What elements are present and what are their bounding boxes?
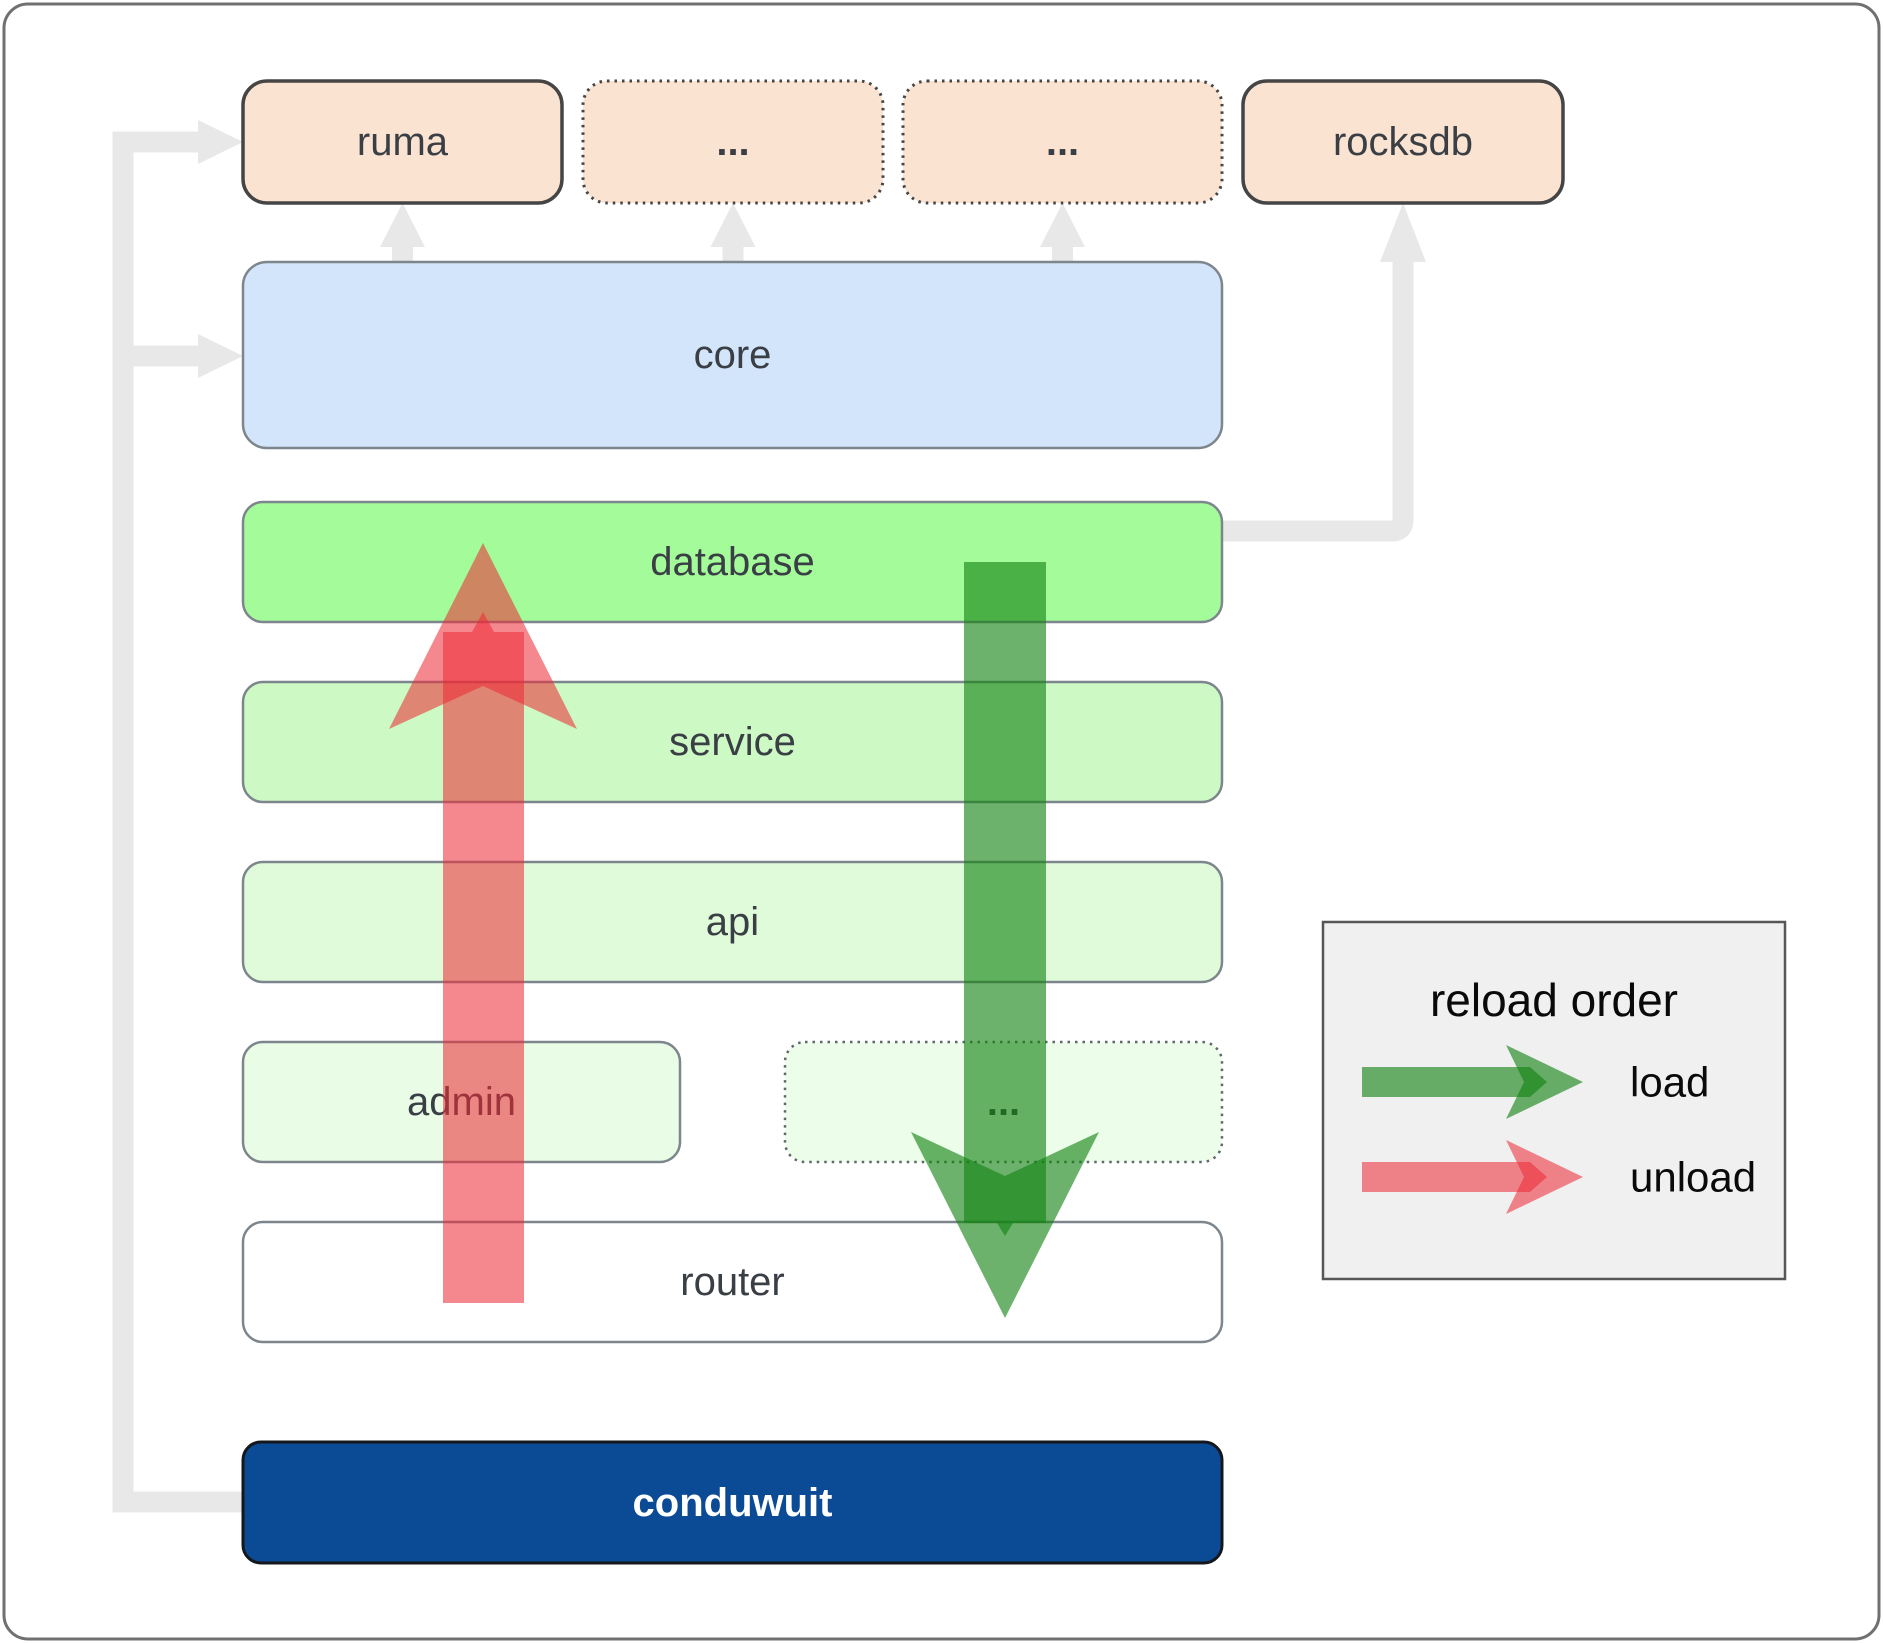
box-core <box>241 260 1224 450</box>
connector-lines <box>112 131 1414 1513</box>
arrowhead-core-dots1-icon <box>710 203 756 247</box>
label-ruma: ruma <box>357 120 449 164</box>
arrowhead-into-rocksdb-icon <box>1380 203 1426 262</box>
legend-unload-arrow-tail <box>1362 1162 1547 1192</box>
connector-conduwuit-to-ruma <box>112 131 243 1513</box>
label-api: api <box>706 900 759 944</box>
connector-database-to-rocksdb <box>1222 258 1414 542</box>
label-dots-top-1: ... <box>716 120 749 164</box>
label-router: router <box>680 1260 785 1304</box>
label-database: database <box>650 540 815 584</box>
load-arrow-head-icon <box>911 1132 1099 1318</box>
unload-arrow-head-icon <box>389 543 577 729</box>
unload-arrow-tail <box>443 612 524 1303</box>
box-dots-top-2 <box>901 79 1224 205</box>
legend-unload-arrow-head-icon <box>1506 1140 1583 1214</box>
label-rocksdb: rocksdb <box>1333 120 1473 164</box>
unload-arrows <box>389 543 1583 1303</box>
legend-load-arrow-tail <box>1362 1067 1547 1097</box>
box-conduwuit <box>241 1440 1224 1565</box>
legend-load-arrow-head-icon <box>1506 1045 1583 1119</box>
label-service: service <box>669 720 796 764</box>
box-rocksdb <box>1241 79 1565 205</box>
label-conduwuit: conduwuit <box>633 1481 833 1525</box>
legend-unload-label: unload <box>1630 1154 1756 1201</box>
box-ruma <box>241 79 564 205</box>
connector-arrowheads <box>198 120 1426 378</box>
arrowhead-core-dots2-icon <box>1040 203 1085 247</box>
legend-title: reload order <box>1430 974 1678 1026</box>
box-dots-top-1 <box>581 79 885 205</box>
legend-panel <box>1321 920 1787 1281</box>
legend-load-label: load <box>1630 1059 1709 1106</box>
load-arrow-tail <box>964 562 1046 1236</box>
arrowhead-into-core-icon <box>198 334 243 378</box>
load-arrows <box>911 562 1583 1318</box>
label-core: core <box>694 333 772 377</box>
label-dots-top-2: ... <box>1046 120 1079 164</box>
arrowhead-into-ruma-icon <box>198 120 243 164</box>
arrowhead-core-ruma-icon <box>380 203 425 247</box>
